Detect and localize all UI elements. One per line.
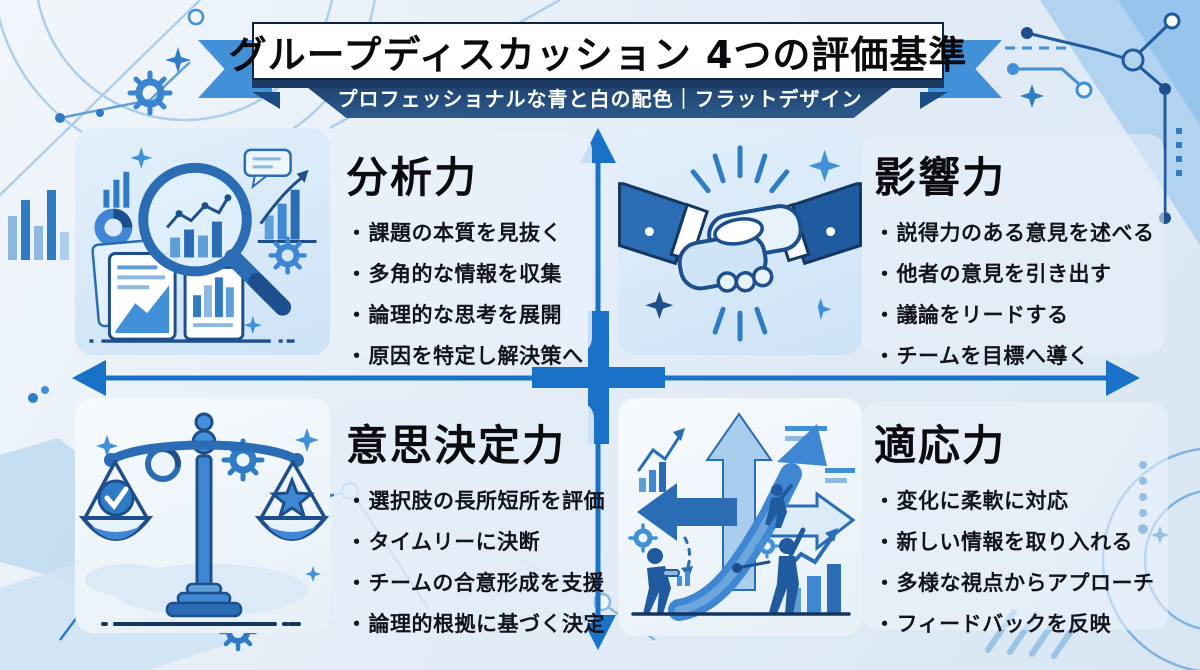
branching-arrows-icon xyxy=(628,412,856,621)
person-figure xyxy=(643,548,680,614)
decision-title: 意思決定力 xyxy=(346,421,567,470)
balance-scale-icon xyxy=(78,412,330,626)
subtitle-text: プロフェッショナルな青と白の配色｜フラットデザイン xyxy=(337,87,863,111)
influence-icon-card xyxy=(618,128,862,355)
page-title: グループディスカッション 4つの評価基準 xyxy=(228,32,968,77)
analysis-bullet-list: ・課題の本質を見抜く ・多角的な情報を収集 ・論理的な思考を展開 ・原因を特定し… xyxy=(346,217,584,370)
list-item: ・他者の意見を引き出す xyxy=(874,262,1112,286)
list-item: ・チームの合意形成を支援 xyxy=(346,571,605,595)
circuit-network-top-left xyxy=(55,8,205,123)
adaptability-section: 適応力 ・変化に柔軟に対応 ・新しい情報を取り入れる ・多様な視点からアプローチ… xyxy=(862,402,1168,636)
influence-bullet-list: ・説得力のある意見を述べる ・他者の意見を引き出す ・議論をリードする ・チーム… xyxy=(874,217,1155,370)
list-item: ・議論をリードする xyxy=(874,303,1069,327)
adaptability-icon-card xyxy=(618,398,862,636)
sparkle-icon xyxy=(165,47,191,73)
subtitle-banner: プロフェッショナルな青と白の配色｜フラットデザイン xyxy=(298,80,902,118)
magnifier-analytics-icon xyxy=(89,146,317,343)
influence-section: 影響力 ・説得力のある意見を述べる ・他者の意見を引き出す ・議論をリードする … xyxy=(862,134,1164,368)
list-item: ・変化に柔軟に対応 xyxy=(874,489,1069,513)
influence-title: 影響力 xyxy=(874,153,1007,202)
list-item: ・選択肢の長所短所を評価 xyxy=(346,489,605,513)
decision-icon-card xyxy=(75,398,330,633)
list-item: ・課題の本質を見抜く xyxy=(346,221,562,245)
analysis-title: 分析力 xyxy=(346,153,479,202)
analysis-section: 分析力 ・課題の本質を見抜く ・多角的な情報を収集 ・論理的な思考を展開 ・原因… xyxy=(334,134,592,368)
list-item: ・多角的な情報を収集 xyxy=(346,262,562,286)
handshake-icon xyxy=(618,145,862,342)
title-banner: グループディスカッション 4つの評価基準 xyxy=(229,22,966,80)
circuit-network-top-right xyxy=(1005,12,1181,224)
list-item: ・論理的根拠に基づく決定 xyxy=(346,612,605,636)
decision-section: 意思決定力 ・選択肢の長所短所を評価 ・タイムリーに決断 ・チームの合意形成を支… xyxy=(334,402,605,636)
list-item: ・説得力のある意見を述べる xyxy=(874,221,1155,245)
axis-arrow-left xyxy=(72,360,106,396)
mini-bar-chart xyxy=(8,190,69,260)
person-figure xyxy=(765,484,793,528)
axis-arrow-right xyxy=(1106,360,1140,396)
person-figure xyxy=(769,527,806,614)
list-item: ・原因を特定し解決策へ xyxy=(346,344,584,368)
list-item: ・論理的な思考を展開 xyxy=(346,303,562,327)
decision-bullet-list: ・選択肢の長所短所を評価 ・タイムリーに決断 ・チームの合意形成を支援 ・論理的… xyxy=(346,485,605,638)
analysis-icon-card xyxy=(75,128,330,355)
list-item: ・新しい情報を取り入れる xyxy=(874,530,1133,554)
adaptability-bullet-list: ・変化に柔軟に対応 ・新しい情報を取り入れる ・多様な視点からアプローチ ・フィ… xyxy=(874,485,1156,638)
list-item: ・チームを目標へ導く xyxy=(874,344,1090,368)
center-plus xyxy=(588,311,609,444)
adaptability-title: 適応力 xyxy=(874,421,1007,470)
gear-icon xyxy=(127,70,173,116)
list-item: ・フィードバックを反映 xyxy=(874,612,1112,636)
corner-triangle xyxy=(1118,0,1200,125)
sparkle-icon xyxy=(1020,84,1044,108)
list-item: ・多様な視点からアプローチ xyxy=(874,571,1155,595)
list-item: ・タイムリーに決断 xyxy=(346,530,541,554)
